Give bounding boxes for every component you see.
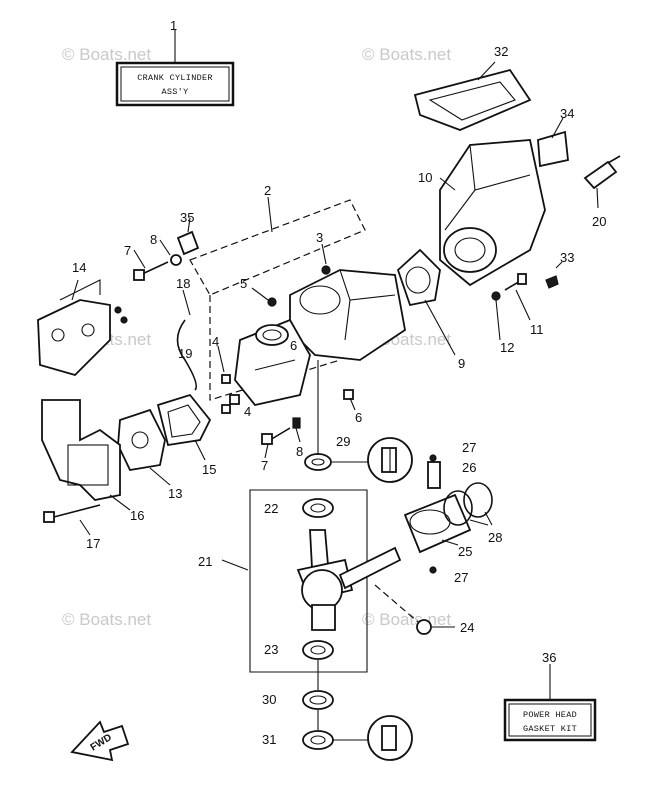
part-17-bolt (43, 504, 101, 536)
part-21-crankshaft-assy-bracket (221, 489, 368, 673)
callout-8b: 8 (296, 444, 303, 459)
callout-4a: 4 (212, 334, 219, 349)
part-28-ring-b (463, 482, 493, 518)
power-head-gasket-kit-label-box: POWER HEAD GASKET KIT (503, 664, 597, 742)
part-7-8-bolt-lower (261, 417, 301, 459)
part-9-head-gasket (396, 248, 456, 356)
part-14-plate (37, 279, 128, 377)
callout-18: 18 (176, 276, 190, 291)
callout-4b: 4 (244, 404, 251, 419)
callout-16: 16 (130, 508, 144, 523)
callout-22: 22 (264, 501, 278, 516)
callout-14: 14 (72, 260, 86, 275)
callout-7b: 7 (261, 458, 268, 473)
callout-15: 15 (202, 462, 216, 477)
piston-group (403, 454, 493, 574)
callout-8a: 8 (150, 232, 157, 247)
crank-cylinder-text: CRANK CYLINDER (137, 73, 213, 83)
callout-26: 26 (462, 460, 476, 475)
part-28-ring-a (443, 490, 473, 526)
callout-17: 17 (86, 536, 100, 551)
callout-21: 21 (198, 554, 212, 569)
part-6-pin-left (229, 394, 240, 405)
part-32-cover-gasket (413, 61, 532, 131)
callout-36: 36 (542, 650, 556, 665)
part-18-hose (176, 289, 198, 391)
watermark-bottom-right: © Boats.net (362, 610, 451, 629)
part-27-clip-bottom (429, 566, 437, 574)
part-16-bracket (41, 399, 131, 511)
part-20-sensor (583, 155, 621, 209)
part-3-pin (321, 265, 331, 275)
part-5-pin (267, 297, 277, 307)
part-7-8-bolt-upper (133, 239, 182, 281)
part-30-seal (302, 690, 334, 710)
callout-6a: 6 (290, 338, 297, 353)
gasket-kit-text: GASKET KIT (523, 724, 577, 734)
callout-29: 29 (336, 434, 350, 449)
part-25-piston (403, 493, 472, 554)
small-screws (229, 243, 356, 411)
callout-24: 24 (460, 620, 474, 635)
callout-30: 30 (262, 692, 276, 707)
callout-27a: 27 (462, 440, 476, 455)
part-4-dowels (217, 345, 231, 414)
callout-3: 3 (316, 230, 323, 245)
callout-6b: 6 (355, 410, 362, 425)
part-34-plate (537, 117, 569, 168)
part-11-12-bolt-washer (491, 273, 531, 341)
part-2-crankcase-outline (189, 196, 366, 401)
callout-34: 34 (560, 106, 574, 121)
part-22-bearing (302, 498, 334, 518)
part-27-clip-top (429, 454, 437, 462)
part-24-needle-bearing (374, 584, 455, 635)
watermark-bottom-left: © Boats.net (62, 610, 151, 629)
callout-1: 1 (170, 18, 177, 33)
cylinder-block (234, 318, 311, 407)
callout-19: 19 (178, 346, 192, 361)
callout-9: 9 (458, 356, 465, 371)
callout-7a: 7 (124, 243, 131, 258)
callout-5: 5 (240, 276, 247, 291)
crankshaft (296, 529, 402, 631)
callout-27b: 27 (454, 570, 468, 585)
watermark-top-left: © Boats.net (62, 45, 151, 64)
callout-10: 10 (418, 170, 432, 185)
part-26-pin (427, 461, 441, 489)
power-head-text: POWER HEAD (523, 710, 577, 720)
seal-detail-bubbles (332, 437, 413, 761)
part-15-gasket (156, 393, 212, 461)
callout-28: 28 (488, 530, 502, 545)
part-33-bolt (545, 261, 563, 289)
part-29-seal (304, 453, 332, 471)
callout-20: 20 (592, 214, 606, 229)
crank-cylinder-assy-label-box: CRANK CYLINDER ASS'Y (115, 30, 235, 107)
callout-23: 23 (264, 642, 278, 657)
part-10-cylinder-head (439, 139, 546, 287)
watermark-top-right: © Boats.net (362, 45, 451, 64)
callout-25: 25 (458, 544, 472, 559)
callout-2: 2 (264, 183, 271, 198)
callout-33: 33 (560, 250, 574, 265)
callout-31: 31 (262, 732, 276, 747)
fwd-arrow: FWD (70, 720, 130, 762)
bearings-and-seals (302, 360, 334, 750)
callout-11: 11 (530, 322, 544, 337)
callout-numbers: 1 2 3 4 4 5 6 6 7 7 8 8 9 10 11 12 13 14… (72, 18, 606, 747)
callout-32: 32 (494, 44, 508, 59)
part-23-bearing (302, 640, 334, 660)
part-6-pin-right (343, 389, 354, 400)
part-35-fitting (176, 217, 200, 256)
callout-12: 12 (500, 340, 514, 355)
callout-13: 13 (168, 486, 182, 501)
callout-35: 35 (180, 210, 194, 225)
part-31-seal (302, 730, 334, 750)
assy-text: ASS'Y (161, 87, 188, 97)
